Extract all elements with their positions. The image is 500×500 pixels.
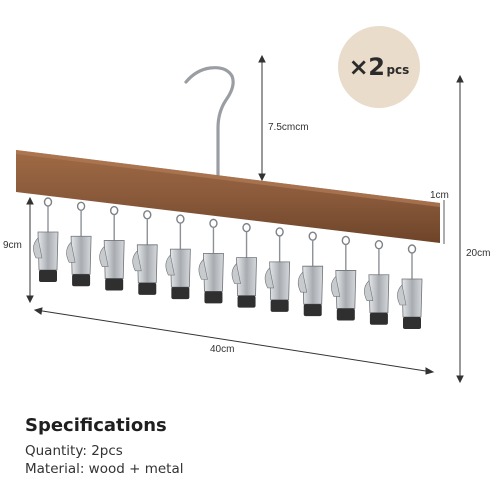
clip (364, 240, 390, 325)
badge-quantity: ×2 (348, 53, 385, 81)
hook-height-label: 7.5cmcm (268, 122, 309, 133)
clip (132, 210, 158, 295)
clip (231, 222, 257, 308)
bar-thickness-label: 1cm (430, 190, 449, 201)
clip-group (33, 197, 423, 329)
badge-unit: pcs (386, 63, 410, 77)
clip (264, 227, 291, 312)
total-height-label: 20cm (466, 248, 491, 259)
clip (397, 244, 423, 329)
clip (297, 231, 324, 317)
spec-material: Material: wood + metal (25, 461, 184, 477)
clip (330, 235, 357, 321)
clip-height-label: 9cm (3, 240, 22, 251)
clip (165, 214, 191, 300)
width-line (35, 309, 433, 373)
hanger-hook (184, 66, 235, 180)
wooden-bar (16, 150, 440, 243)
clip (99, 205, 125, 291)
quantity-badge: ×2 pcs (338, 26, 420, 108)
width-label: 40cm (210, 344, 235, 355)
clip (66, 201, 92, 287)
clip (198, 218, 224, 304)
specifications-title: Specifications (25, 415, 167, 436)
spec-quantity: Quantity: 2pcs (25, 443, 123, 459)
clip (33, 197, 59, 282)
